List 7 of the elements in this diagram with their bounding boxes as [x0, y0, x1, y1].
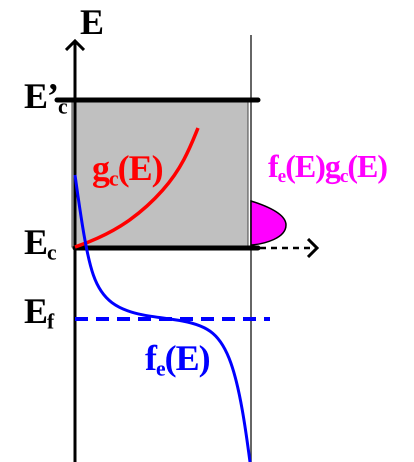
axis-label: E: [80, 4, 104, 40]
curve-label: g$_{c}$(E): [92, 150, 163, 190]
energy-level-label: E’$_{c}$: [24, 78, 67, 118]
curve-label: f$_{e}$(E)g$_{c}$(E): [268, 150, 388, 186]
energy-level-label: E$_{f}$: [24, 293, 54, 333]
energy-level-label: E$_{c}$: [24, 224, 56, 264]
curve-label: f$_{e}$(E): [145, 340, 210, 380]
